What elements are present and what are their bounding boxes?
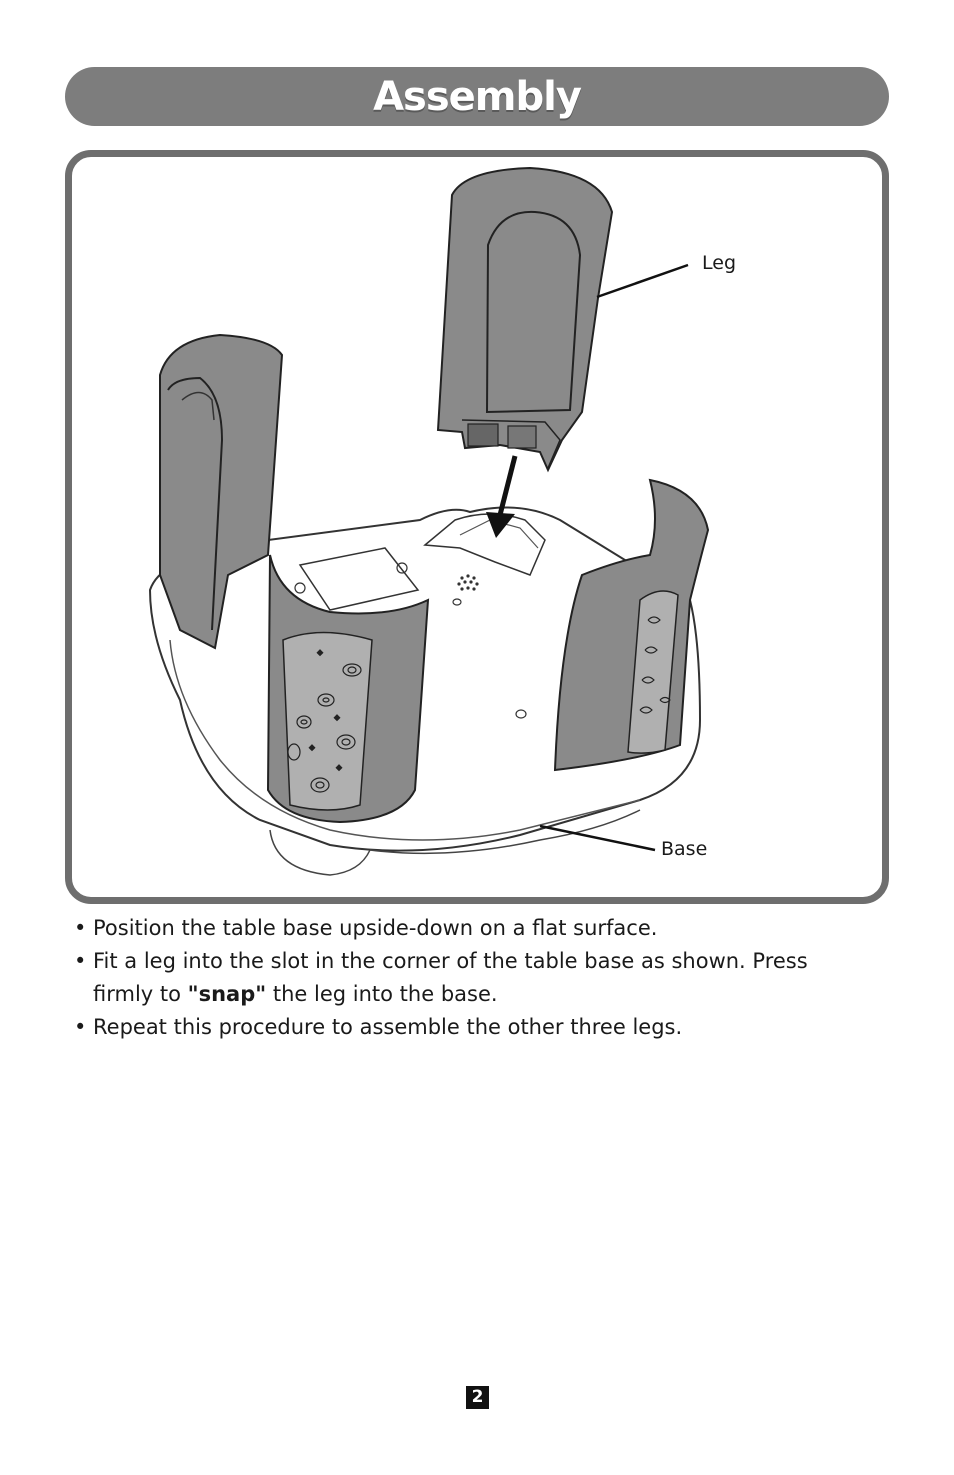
section-title-bar: Assembly — [65, 67, 889, 126]
instruction-list: • Position the table base upside-down on… — [74, 912, 834, 1044]
leg-callout-label: Leg — [702, 252, 737, 274]
assembly-illustration — [148, 166, 710, 876]
insertion-arrow-icon — [486, 455, 518, 538]
instruction-item: • Fit a leg into the slot in the corner … — [74, 945, 834, 1011]
base-callout-label: Base — [661, 838, 708, 860]
bullet: • — [74, 916, 87, 940]
page-number: 2 — [466, 1386, 489, 1409]
instruction-text: Fit a leg into the slot in the corner of… — [93, 949, 808, 1006]
leg-leader-line — [596, 263, 689, 299]
leg-back-left — [159, 333, 284, 650]
bullet: • — [74, 949, 87, 973]
instruction-item: • Repeat this procedure to assemble the … — [74, 1011, 834, 1044]
leg-front-left — [266, 554, 430, 824]
bullet: • — [74, 1015, 87, 1039]
leg-being-inserted — [436, 166, 614, 473]
instruction-item: • Position the table base upside-down on… — [74, 912, 834, 945]
base-leader-line — [539, 824, 656, 852]
instruction-text-continued: the leg into the base. — [266, 982, 498, 1006]
instruction-text: Repeat this procedure to assemble the ot… — [93, 1015, 683, 1039]
instruction-text: Position the table base upside-down on a… — [93, 916, 658, 940]
page-title: Assembly — [373, 73, 582, 120]
leg-right — [553, 478, 710, 772]
instruction-emphasis: "snap" — [187, 982, 267, 1006]
